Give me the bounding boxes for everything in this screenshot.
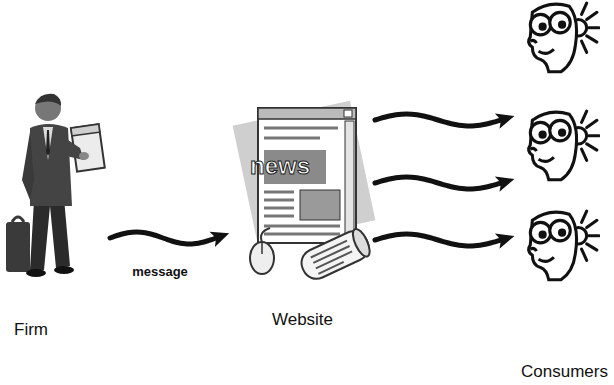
illustration-node: Website <box>230 95 375 345</box>
businessman-illustration <box>6 94 105 277</box>
website-illustration <box>233 101 376 284</box>
illustration-node: Firm <box>0 85 110 345</box>
illustration-node: Consumers <box>515 0 614 385</box>
wavy-arrow <box>375 114 501 126</box>
node-caption: Consumers <box>515 362 614 382</box>
wavy-arrow <box>375 234 501 246</box>
node-caption: Website <box>230 310 375 330</box>
wavy-arrow <box>375 177 501 189</box>
node-caption: Firm <box>14 320 110 340</box>
wavy-arrow <box>110 232 216 244</box>
consumer-faces <box>529 3 599 280</box>
edge-label: message <box>100 264 220 279</box>
banner-text: news <box>250 152 330 181</box>
